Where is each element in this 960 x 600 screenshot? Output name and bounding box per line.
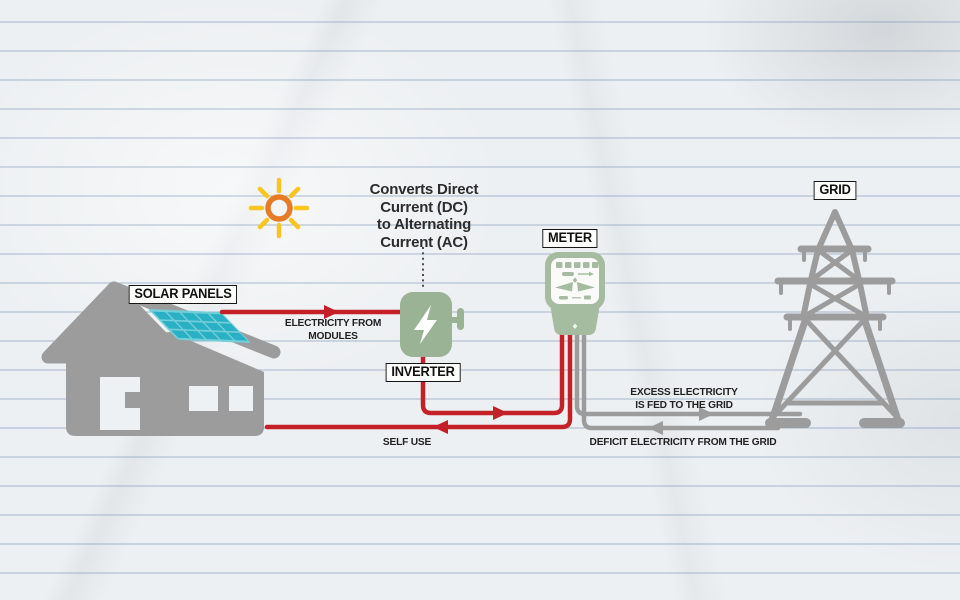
house-windows [100,377,253,430]
inverter-note-line: to Alternating [376,216,472,234]
solar-panels-label: SOLAR PANELS [128,285,238,304]
wire-inverter-to-meter [420,331,565,416]
arrow-right-icon [324,305,339,319]
inverter-note-line: Current (DC) [380,198,468,216]
meter-display [555,262,599,300]
excess-electricity-label: EXCESS ELECTRICITY IS FED TO THE GRID [630,386,738,411]
grid-label: GRID [813,181,857,200]
sun-icon [248,177,310,239]
deficit-electricity-label: DEFICIT ELECTRICITY FROM THE GRID [589,436,777,448]
arrow-left-icon [648,421,663,435]
wire-meter-to-house-self-use [264,331,573,430]
inverter-label: INVERTER [385,363,461,382]
inverter-note-line: Current (AC) [380,234,468,252]
lightning-icon [414,305,437,344]
arrow-right-icon [493,406,508,420]
wires [219,305,803,435]
meter-icon [545,252,605,335]
arrow-right-icon [699,407,714,421]
arrow-left-icon [433,420,448,434]
inverter-note: Converts Direct Current (DC) to Alternat… [370,181,479,252]
inverter-icon [400,292,464,357]
inverter-note-line: Converts Direct [369,181,479,198]
solar-panel-icon [148,309,251,343]
meter-label: METER [542,229,598,248]
wire-grid-to-meter-deficit [581,331,781,431]
electricity-from-modules-label: ELECTRICITY FROM MODULES [284,317,382,342]
self-use-label: SELF USE [382,436,432,448]
transmission-tower-icon [765,209,905,428]
